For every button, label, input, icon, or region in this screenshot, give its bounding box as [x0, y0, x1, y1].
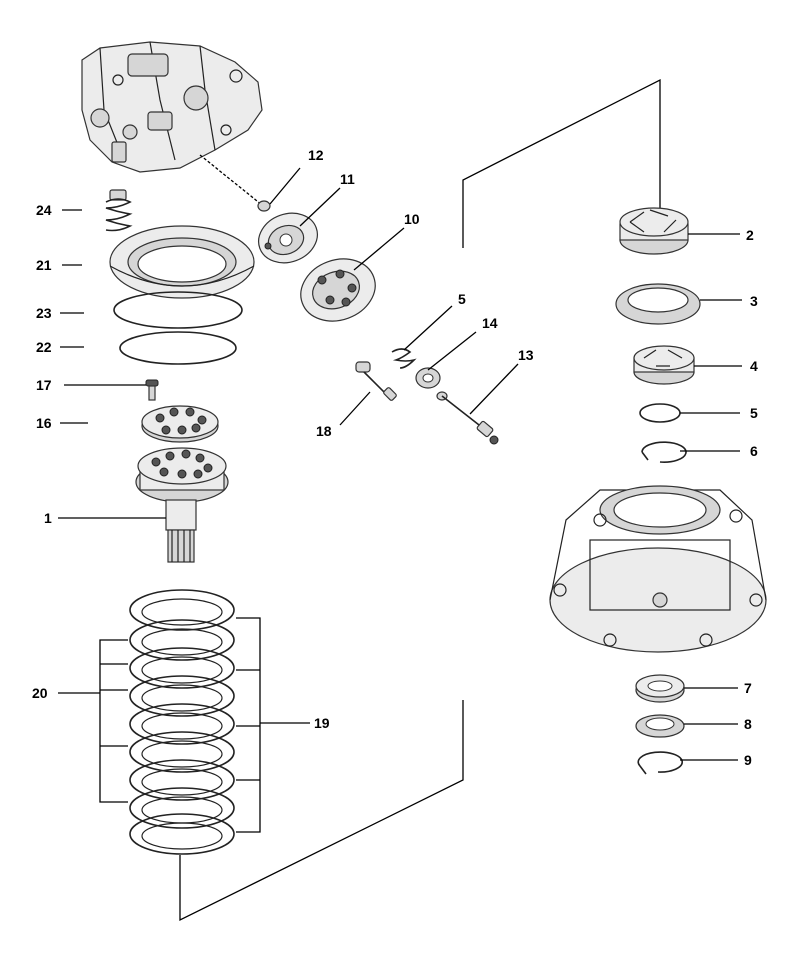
motor-housing-flange: [549, 485, 767, 653]
plate: [129, 619, 235, 661]
friction-plate-stack: [129, 589, 235, 855]
snap-ring-9: [637, 751, 683, 775]
label-7: 7: [744, 680, 752, 696]
label-12: 12: [308, 147, 324, 163]
plate: [129, 787, 235, 829]
label-16: 16: [36, 415, 52, 431]
cylinder-block-10: [300, 258, 376, 322]
piston-rod-13: [436, 391, 499, 445]
bearing-7: [635, 674, 685, 703]
label-11: 11: [340, 171, 355, 187]
seal-3: [615, 283, 701, 325]
label-18: 18: [316, 423, 332, 439]
label-22: 22: [36, 339, 52, 355]
ring-5: [639, 403, 681, 423]
label-19: 19: [314, 715, 330, 731]
ball-12: [257, 200, 271, 212]
plate: [129, 675, 235, 717]
label-6: 6: [750, 443, 758, 459]
label-20: 20: [32, 685, 48, 701]
leader-lines: [58, 167, 742, 761]
label-9: 9: [744, 752, 752, 768]
label-21: 21: [36, 257, 52, 273]
plate: [129, 731, 235, 773]
label-24: 24: [36, 202, 52, 218]
plate: [129, 703, 235, 745]
plate: [129, 813, 235, 855]
label-1: 1: [44, 510, 52, 526]
label-13: 13: [518, 347, 534, 363]
label-4: 4: [750, 358, 758, 374]
label-2: 2: [746, 227, 754, 243]
assembly-outline-lines: [179, 78, 661, 922]
bracket-19: [236, 617, 261, 833]
valve-plate-11: [258, 212, 318, 264]
snap-ring-6: [641, 441, 687, 463]
part-labels: 24 21 23 22 17 16 1 20 19 12 11 10 5 14 …: [32, 147, 758, 768]
label-10: 10: [404, 211, 420, 227]
o-ring-23: [113, 291, 243, 329]
bearing-2: [619, 207, 689, 255]
bolt-17: [145, 379, 159, 401]
plate: [129, 589, 235, 631]
ring-plate-21: [109, 225, 255, 299]
valve-housing: [81, 41, 263, 173]
ring-14: [415, 367, 441, 389]
dashed-alignment-line: [199, 154, 263, 206]
plate: [129, 759, 235, 801]
label-14: 14: [482, 315, 498, 331]
plate: [129, 647, 235, 689]
label-3: 3: [750, 293, 758, 309]
spring-24: [105, 189, 133, 232]
pin-18: [355, 361, 397, 401]
bearing-4: [633, 345, 695, 385]
spring-15: [391, 348, 417, 369]
label-5: 5: [750, 405, 758, 421]
label-23: 23: [36, 305, 52, 321]
retainer-plate-16: [141, 405, 219, 443]
bracket-20: [99, 639, 128, 803]
label-17: 17: [36, 377, 52, 393]
seal-8: [635, 714, 685, 738]
cylinder-shaft-1: [135, 447, 229, 563]
o-ring-22: [119, 331, 237, 365]
label-8: 8: [744, 716, 752, 732]
label-15: 5: [458, 291, 466, 307]
